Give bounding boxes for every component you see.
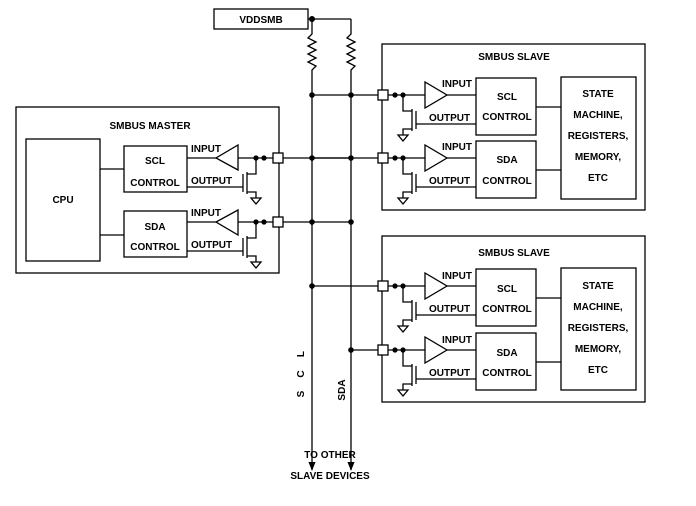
master-sda-input-label: INPUT xyxy=(191,208,221,219)
scl-bus-label: L C S xyxy=(296,351,307,397)
pullup-resistor-sda xyxy=(345,19,357,471)
slave-1-state-line-5: ETC xyxy=(588,173,608,184)
vdd-label: VDDSMB xyxy=(239,15,282,26)
vdd-supply: VDDSMB xyxy=(213,8,351,30)
smbus-slave-2: SMBUS SLAVE STATE MACHINE, REGISTERS, ME… xyxy=(309,235,646,403)
slave-2-title: SMBUS SLAVE xyxy=(478,248,550,259)
master-scl-ctrl-name: SCL xyxy=(145,156,165,167)
slave-2-state-line-4: MEMORY, xyxy=(575,344,622,355)
slave-1-scl-input-label: INPUT xyxy=(442,79,472,90)
slave-1-state-line-3: REGISTERS, xyxy=(568,131,629,142)
slave-1-sda-input-buffer xyxy=(424,143,449,173)
master-scl-control-block xyxy=(123,145,188,193)
slave-1-sda-ground xyxy=(396,197,410,206)
master-sda-ctrl-name: SDA xyxy=(144,222,165,233)
slave-2-state-line-2: MACHINE, xyxy=(573,302,623,313)
scl-label-char-3: S xyxy=(296,390,307,397)
slave-1-state-block xyxy=(560,76,637,200)
slave-2-state-block xyxy=(560,267,637,391)
cpu-block xyxy=(25,138,101,262)
slave-2-sda-input-buffer xyxy=(424,335,449,365)
slave-2-scl-ctrl-name: SCL xyxy=(497,284,517,295)
master-scl-input-label: INPUT xyxy=(191,144,221,155)
slave-1-scl-output-label: OUTPUT xyxy=(429,113,470,124)
scl-label-char-1: L xyxy=(296,351,307,357)
slave-1-sda-input-label: INPUT xyxy=(442,142,472,153)
slave-1-sda-ctrl-label: CONTROL xyxy=(482,176,531,187)
slave-2-state-line-1: STATE xyxy=(582,281,614,292)
slave-2-sda-output-label: OUTPUT xyxy=(429,368,470,379)
slave-1-state-line-2: MACHINE, xyxy=(573,110,623,121)
slave-1-sda-channel: INPUT OUTPUT SDA CONTROL xyxy=(312,140,561,206)
slave-2-sda-channel: INPUT OUTPUT SDA CONTROL xyxy=(348,332,561,398)
slave-2-scl-control-block xyxy=(475,268,537,327)
master-sda-ground xyxy=(249,261,263,270)
master-scl-output-label: OUTPUT xyxy=(191,176,232,187)
slave-2-scl-input-label: INPUT xyxy=(442,271,472,282)
scl-label-char-2: C xyxy=(296,370,307,377)
slave-1-state-line-1: STATE xyxy=(582,89,614,100)
slave-2-scl-input-buffer xyxy=(424,271,449,301)
master-scl-pin xyxy=(272,152,284,164)
slave-1-state-line-4: MEMORY, xyxy=(575,152,622,163)
slave-1-title: SMBUS SLAVE xyxy=(478,52,550,63)
pullup-resistor-scl xyxy=(306,19,318,471)
slave-2-sda-ctrl-name: SDA xyxy=(496,348,517,359)
slave-1-scl-pin xyxy=(377,89,389,101)
master-sda-control-block xyxy=(123,210,188,258)
master-sda-ctrl-label: CONTROL xyxy=(130,242,179,253)
slave-2-sda-ctrl-label: CONTROL xyxy=(482,368,531,379)
slave-1-scl-input-buffer xyxy=(424,80,449,110)
slave-2-sda-pin xyxy=(377,344,389,356)
slave-1-scl-ctrl-name: SCL xyxy=(497,92,517,103)
slave-2-scl-ground xyxy=(396,325,410,334)
master-title: SMBUS MASTER xyxy=(109,121,191,132)
slave-1-sda-output-label: OUTPUT xyxy=(429,176,470,187)
slave-1-scl-ctrl-label: CONTROL xyxy=(482,112,531,123)
slave-1-scl-channel: INPUT OUTPUT SCL CONTROL xyxy=(309,77,561,143)
slave-2-scl-channel: INPUT OUTPUT SCL CONTROL xyxy=(309,268,561,334)
sda-bus-label: SDA xyxy=(337,379,348,400)
slave-1-sda-pin xyxy=(377,152,389,164)
slave-2-scl-pin xyxy=(377,280,389,292)
slave-1-scl-ground xyxy=(396,134,410,143)
slave-2-scl-ctrl-label: CONTROL xyxy=(482,304,531,315)
master-scl-ground xyxy=(249,197,263,206)
master-sda-channel: SDA CONTROL INPUT OUTPUT xyxy=(123,208,354,270)
slave-2-sda-ground xyxy=(396,389,410,398)
smbus-slave-1: SMBUS SLAVE STATE MACHINE, REGISTERS, ME… xyxy=(309,43,646,211)
slave-2-sda-input-label: INPUT xyxy=(442,335,472,346)
master-sda-pin xyxy=(272,216,284,228)
slave-2-scl-output-label: OUTPUT xyxy=(429,304,470,315)
footer-line-2: SLAVE DEVICES xyxy=(290,471,370,482)
slave-1-sda-control-block xyxy=(475,140,537,199)
slave-2-state-line-5: ETC xyxy=(588,365,608,376)
cpu-label: CPU xyxy=(52,195,73,206)
master-scl-ctrl-label: CONTROL xyxy=(130,178,179,189)
smbus-master: SMBUS MASTER CPU SCL CONTROL INPUT OUTPU… xyxy=(15,106,354,274)
master-sda-output-label: OUTPUT xyxy=(191,240,232,251)
slave-1-scl-control-block xyxy=(475,77,537,136)
footer-line-1: TO OTHER xyxy=(304,450,356,461)
slave-1-sda-ctrl-name: SDA xyxy=(496,155,517,166)
slave-2-sda-control-block xyxy=(475,332,537,391)
slave-2-state-line-3: REGISTERS, xyxy=(568,323,629,334)
